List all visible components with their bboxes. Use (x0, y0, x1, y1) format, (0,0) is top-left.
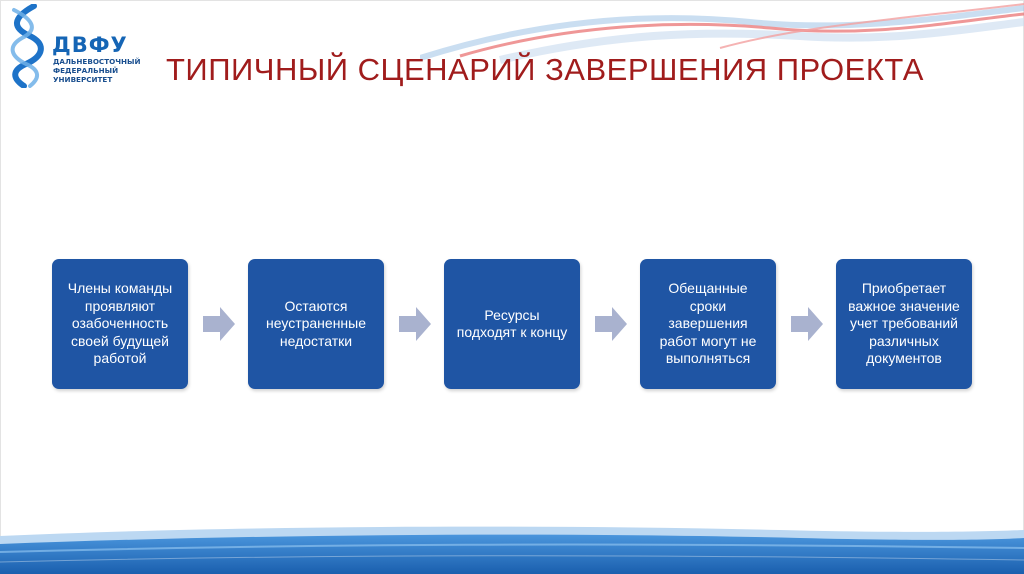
step-box-2: Остаются неустраненные недостатки (248, 259, 384, 389)
logo-text-line-2: ФЕДЕРАЛЬНЫЙ (53, 66, 119, 75)
slide-title: ТИПИЧНЫЙ СЦЕНАРИЙ ЗАВЕРШЕНИЯ ПРОЕКТА (166, 52, 924, 87)
university-logo: ДВФУ ДАЛЬНЕВОСТОЧНЫЙ ФЕДЕРАЛЬНЫЙ УНИВЕРС… (4, 4, 144, 88)
step-text-5: Приобретает важное значение учет требова… (848, 280, 960, 367)
step-text-3: Ресурсы подходят к концу (456, 306, 568, 341)
logo-text-line-1: ДАЛЬНЕВОСТОЧНЫЙ (53, 57, 141, 66)
logo-abbreviation: ДВФУ (52, 33, 128, 57)
step-text-1: Члены команды проявляют озабоченность св… (67, 280, 173, 367)
step-text-4: Обещанные сроки завершения работ могут н… (659, 280, 757, 367)
step-text-2: Остаются неустраненные недостатки (265, 297, 367, 349)
bottom-wave-decoration (0, 526, 1024, 574)
arrow-right-icon (399, 307, 431, 341)
top-wave-decoration (420, 3, 1024, 64)
step-box-1: Члены команды проявляют озабоченность св… (52, 259, 188, 389)
step-box-5: Приобретает важное значение учет требова… (836, 259, 972, 389)
step-box-3: Ресурсы подходят к концу (444, 259, 580, 389)
step-box-4: Обещанные сроки завершения работ могут н… (640, 259, 776, 389)
arrow-right-icon (203, 307, 235, 341)
arrow-right-icon (595, 307, 627, 341)
logo-text-line-3: УНИВЕРСИТЕТ (53, 75, 113, 84)
helix-logo-icon (10, 4, 44, 88)
arrow-right-icon (791, 307, 823, 341)
